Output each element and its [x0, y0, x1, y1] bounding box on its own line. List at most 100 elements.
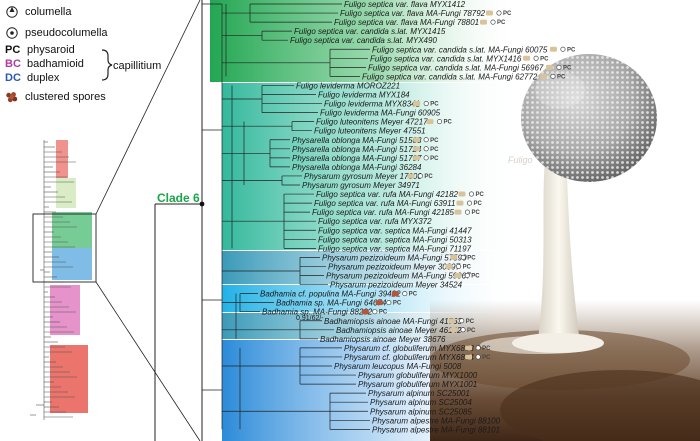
capillitium-code: PC: [467, 255, 476, 261]
columella-icon: [423, 101, 429, 107]
taxon-label: Physarum gyrosum Meyer 34971: [302, 181, 420, 190]
columella-icon: [423, 155, 429, 161]
taxon-label: Fuligo septica var. candida s.lat. MYX14…: [294, 27, 446, 36]
taxon-label: Badhamiopsis ainoae Meyer 46142: [336, 326, 462, 335]
trait-markers: PC PC PC PC PC PC PC PC PC PC PC PC PC PC PC PC PC PC PC PC…: [361, 10, 576, 361]
taxon-label: Physarum cf. globuliferum MYX6854: [344, 353, 474, 362]
zoom-connector-top: [95, 0, 201, 215]
taxon-label: Physarum alpinum SC25004: [370, 398, 472, 407]
fruiting-body-thumbnail: [523, 55, 531, 61]
columella-icon: [459, 318, 465, 324]
columella-icon: [436, 119, 442, 125]
columella-icon: [475, 345, 481, 351]
fruiting-body-thumbnail: [413, 155, 421, 161]
capillitium-code: PC: [473, 201, 482, 207]
taxon-label: Physarum alpestre MA-Fungi 88100: [372, 416, 501, 425]
capillitium-code: PC: [563, 65, 572, 71]
zoom-connector-bottom: [95, 281, 201, 441]
columella-icon: [456, 263, 462, 269]
fruiting-body-thumbnail: [539, 73, 547, 79]
capillitium-brace: [101, 49, 113, 81]
capillitium-code: PC: [430, 147, 439, 153]
clade-6-node: [199, 201, 205, 207]
taxon-label: Fuligo septica var. septica MA-Fungi 711…: [318, 244, 472, 253]
legend-capillitium-label: capillitium: [113, 60, 162, 72]
capillitium-code: PC: [444, 120, 453, 126]
taxon-label: Fuligo septica var. candida s.lat. MA-Fu…: [368, 63, 544, 72]
capillitium-code: PC: [497, 20, 506, 26]
capillitium-code: PC: [567, 47, 576, 53]
clade-6-stem: [154, 0, 205, 441]
taxon-label: Fuligo septica var. rufa MA-Fungi 42185: [312, 208, 455, 217]
taxon-label: Fuligo septica var. rufa MA-Fungi 42182: [316, 190, 459, 199]
taxon-label: Fuligo leviderma MYX184: [318, 91, 410, 100]
taxon-label: Physarella oblonga MA-Fungi 36284: [292, 163, 422, 172]
tree-branches: [202, 3, 370, 430]
taxon-label: Physarum alpestre MA-Fungi 88101: [372, 425, 500, 434]
taxon-label: Physarum alpinum SC25085: [370, 407, 472, 416]
taxon-label: Fuligo septica var. flava MA-Fungi 78792: [340, 9, 486, 18]
taxon-label: Fuligo septica var. septica MA-Fungi 503…: [318, 235, 472, 244]
capillitium-code: PC: [467, 328, 476, 334]
columella-icon: [464, 209, 470, 215]
taxon-label: Fuligo septica var. flava MYX1412: [344, 0, 466, 9]
capillitium-code: PC: [463, 264, 472, 270]
fruiting-body-thumbnail: [426, 119, 434, 125]
capillitium-code: PC: [503, 11, 512, 17]
taxon-label: Physarum pezizoideum Meyer 34524: [330, 281, 463, 290]
taxon-label: Physarum globuliferum MYX1000: [358, 371, 478, 380]
clade-band-steel: [222, 251, 520, 284]
capillitium-code: PC: [379, 310, 388, 316]
taxon-labels: Fuligo septica var. flava MYX1412Fuligo …: [260, 0, 548, 434]
taxon-label: Fuligo septica var. septica MA-Fungi 414…: [318, 226, 472, 235]
columella-icon: [550, 73, 556, 79]
capillitium-code: PC: [482, 355, 491, 361]
fruiting-body-thumbnail: [454, 209, 462, 215]
taxon-label: Physarella oblonga MA-Fungi 51508: [292, 136, 422, 145]
fruiting-body-thumbnail: [465, 345, 473, 351]
taxon-label: Physarum gyrosum Meyer 17000: [304, 172, 422, 181]
columella-icon: [533, 55, 539, 61]
taxon-label: Badhamiopsis ainoae Meyer 38676: [320, 335, 446, 344]
legend-pseudocolumella-label: pseudocolumella: [25, 27, 108, 39]
columella-icon: [475, 354, 481, 360]
capillitium-code: PC: [471, 210, 480, 216]
fruiting-body-thumbnail: [448, 318, 456, 324]
legend-clustered-spores-label: clustered spores: [25, 91, 106, 103]
taxon-label: Physarum pezizoideum MA-Fungi 59067: [326, 272, 471, 281]
capillitium-code: PC: [430, 156, 439, 162]
columella-icon: [423, 146, 429, 152]
taxon-label: Fuligo septica var. candida s.lat. MA-Fu…: [362, 72, 538, 81]
fruiting-body-thumbnail: [413, 137, 421, 143]
taxon-label: Physarum pezizoideum MA-Fungi 57590: [322, 253, 467, 262]
taxon-label: Physarum pezizoideum Meyer 30097: [328, 262, 461, 271]
taxon-label: Badhamia sp. MA-Fungi 64674: [276, 299, 387, 308]
taxon-label: Fuligo leviderma MYX8341: [324, 100, 420, 109]
fruiting-body-thumbnail: [450, 254, 458, 260]
columella-icon: [490, 19, 496, 25]
taxon-label: Fuligo luteonitens Meyer 47217: [316, 118, 428, 127]
capillitium-code: PC: [557, 74, 566, 80]
taxon-label: Physarella oblonga MA-Fungi 51797: [292, 154, 422, 163]
specimen-photo: [430, 54, 700, 441]
clustered-spores-icon: [6, 92, 18, 103]
taxon-label: Badhamia cf. populina MA-Fungi 39422: [260, 290, 401, 299]
legend: columella pseudocolumella PC physaroid B…: [0, 0, 150, 120]
taxon-label: Fuligo septica var. flava MA-Fungi 78801: [334, 18, 479, 27]
capillitium-code: PC: [430, 138, 439, 144]
capillitium-code: PC: [540, 56, 549, 62]
legend-label-physaroid: physaroid: [27, 44, 75, 56]
fruiting-body-thumbnail: [456, 200, 464, 206]
fruiting-body-thumbnail: [480, 19, 487, 25]
fruiting-body-thumbnail: [454, 273, 462, 278]
clade-band-teal: [222, 83, 520, 250]
capillitium-code: PC: [471, 274, 480, 280]
capillitium-code: PC: [482, 346, 491, 352]
taxon-label: Badhamia sp. MA-Fungi 88232: [262, 308, 373, 317]
legend-columella-label: columella: [25, 6, 72, 18]
capillitium-code: PC: [409, 292, 418, 298]
columella-icon: [423, 137, 429, 143]
fruiting-body-thumbnail: [465, 354, 473, 360]
